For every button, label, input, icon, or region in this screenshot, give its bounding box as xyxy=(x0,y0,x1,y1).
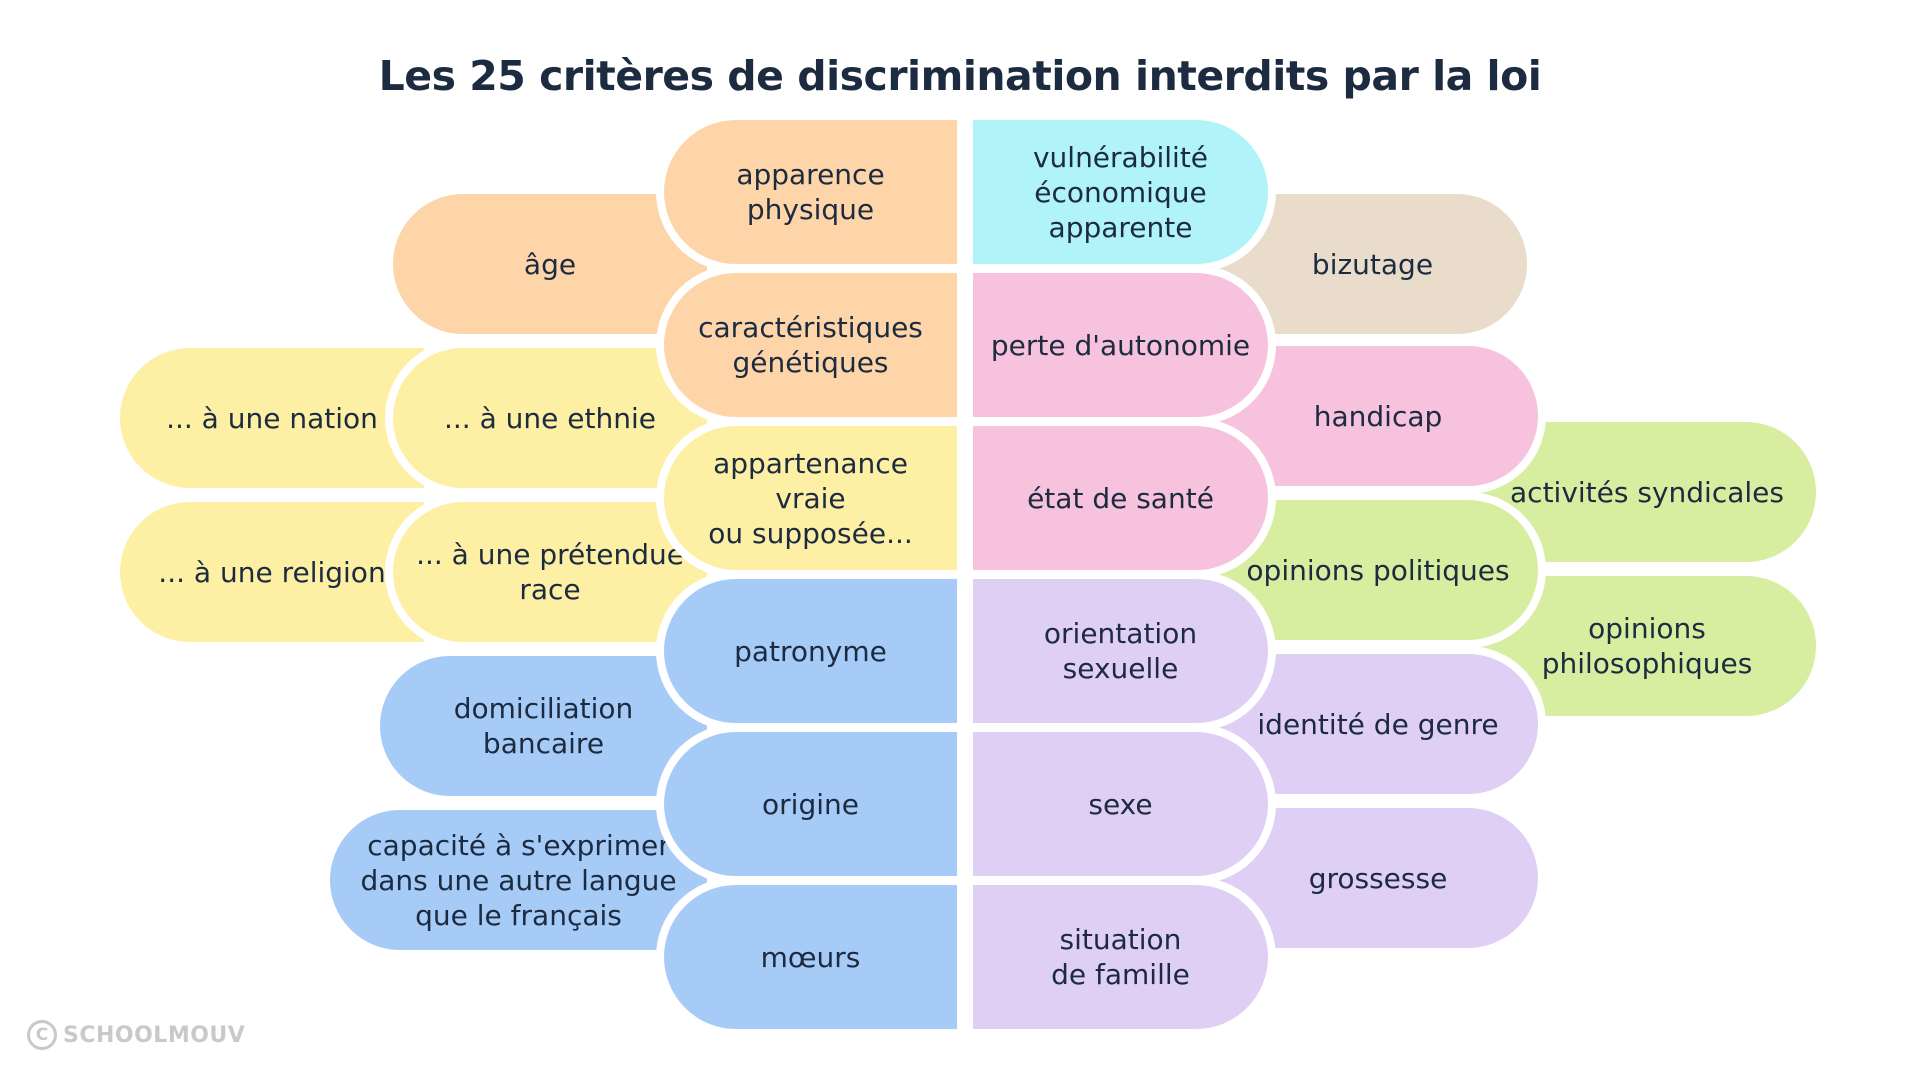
criterion-perte-autonomie: perte d'autonomie xyxy=(965,265,1276,425)
criterion-vulnerabilite: vulnérabilité économique apparente xyxy=(965,112,1276,272)
schoolmouv-logo: C SCHOOLMOUV xyxy=(27,1020,245,1050)
criterion-appartenance: appartenance vraie ou supposée... xyxy=(656,418,965,578)
brand-name: SCHOOLMOUV xyxy=(63,1022,246,1048)
criterion-origine: origine xyxy=(656,724,965,884)
criterion-domiciliation-bancaire: domiciliation bancaire xyxy=(372,648,715,804)
criterion-sexe: sexe xyxy=(965,724,1276,884)
criterion-moeurs: mœurs xyxy=(656,877,965,1037)
criterion-caracteristiques-genetiques: caractéristiques génétiques xyxy=(656,265,965,425)
criterion-orientation-sexuelle: orientation sexuelle xyxy=(965,571,1276,731)
criterion-etat-sante: état de santé xyxy=(965,418,1276,578)
criterion-patronyme: patronyme xyxy=(656,571,965,731)
criterion-religion: ... à une religion xyxy=(112,494,432,650)
center-divider xyxy=(960,112,970,1032)
criterion-apparence-physique: apparence physique xyxy=(656,112,965,272)
criterion-langue: capacité à s'exprimer dans une autre lan… xyxy=(322,802,715,958)
criterion-situation-famille: situation de famille xyxy=(965,877,1276,1037)
page-title: Les 25 critères de discrimination interd… xyxy=(378,52,1542,100)
criterion-nation: ... à une nation xyxy=(112,340,432,496)
copyright-icon: C xyxy=(27,1020,57,1050)
